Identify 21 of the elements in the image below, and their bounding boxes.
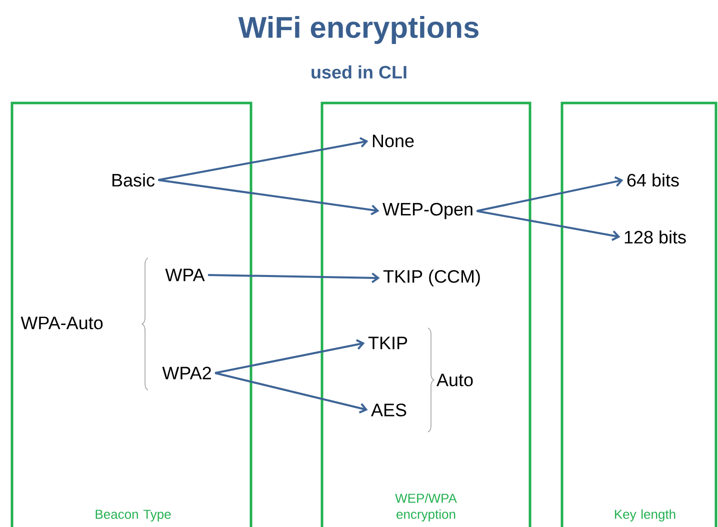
node-label: WPA <box>165 268 205 282</box>
arrow <box>476 210 620 241</box>
subtitle: used in CLI <box>312 65 406 79</box>
arrow <box>214 372 368 414</box>
node-label: AES <box>371 404 406 416</box>
arrow <box>158 137 368 181</box>
arrow <box>208 272 380 284</box>
node-label: TKIP (CCM) <box>383 270 480 286</box>
brace-label: Auto <box>436 374 473 386</box>
node-label: None <box>372 134 414 148</box>
node-label: WEP-Open <box>382 202 472 220</box>
arrow <box>214 339 365 374</box>
node-label: 64 bits <box>627 173 679 187</box>
node-label: WPA2 <box>162 366 211 380</box>
node-label: WPA-Auto <box>20 316 103 330</box>
node-label: TKIP <box>368 336 408 350</box>
node-label: 128 bits <box>624 230 686 244</box>
node-label: Basic <box>112 173 155 187</box>
arrow <box>158 179 380 216</box>
title: WiFi encryptions <box>238 16 478 44</box>
arrow <box>476 176 624 212</box>
